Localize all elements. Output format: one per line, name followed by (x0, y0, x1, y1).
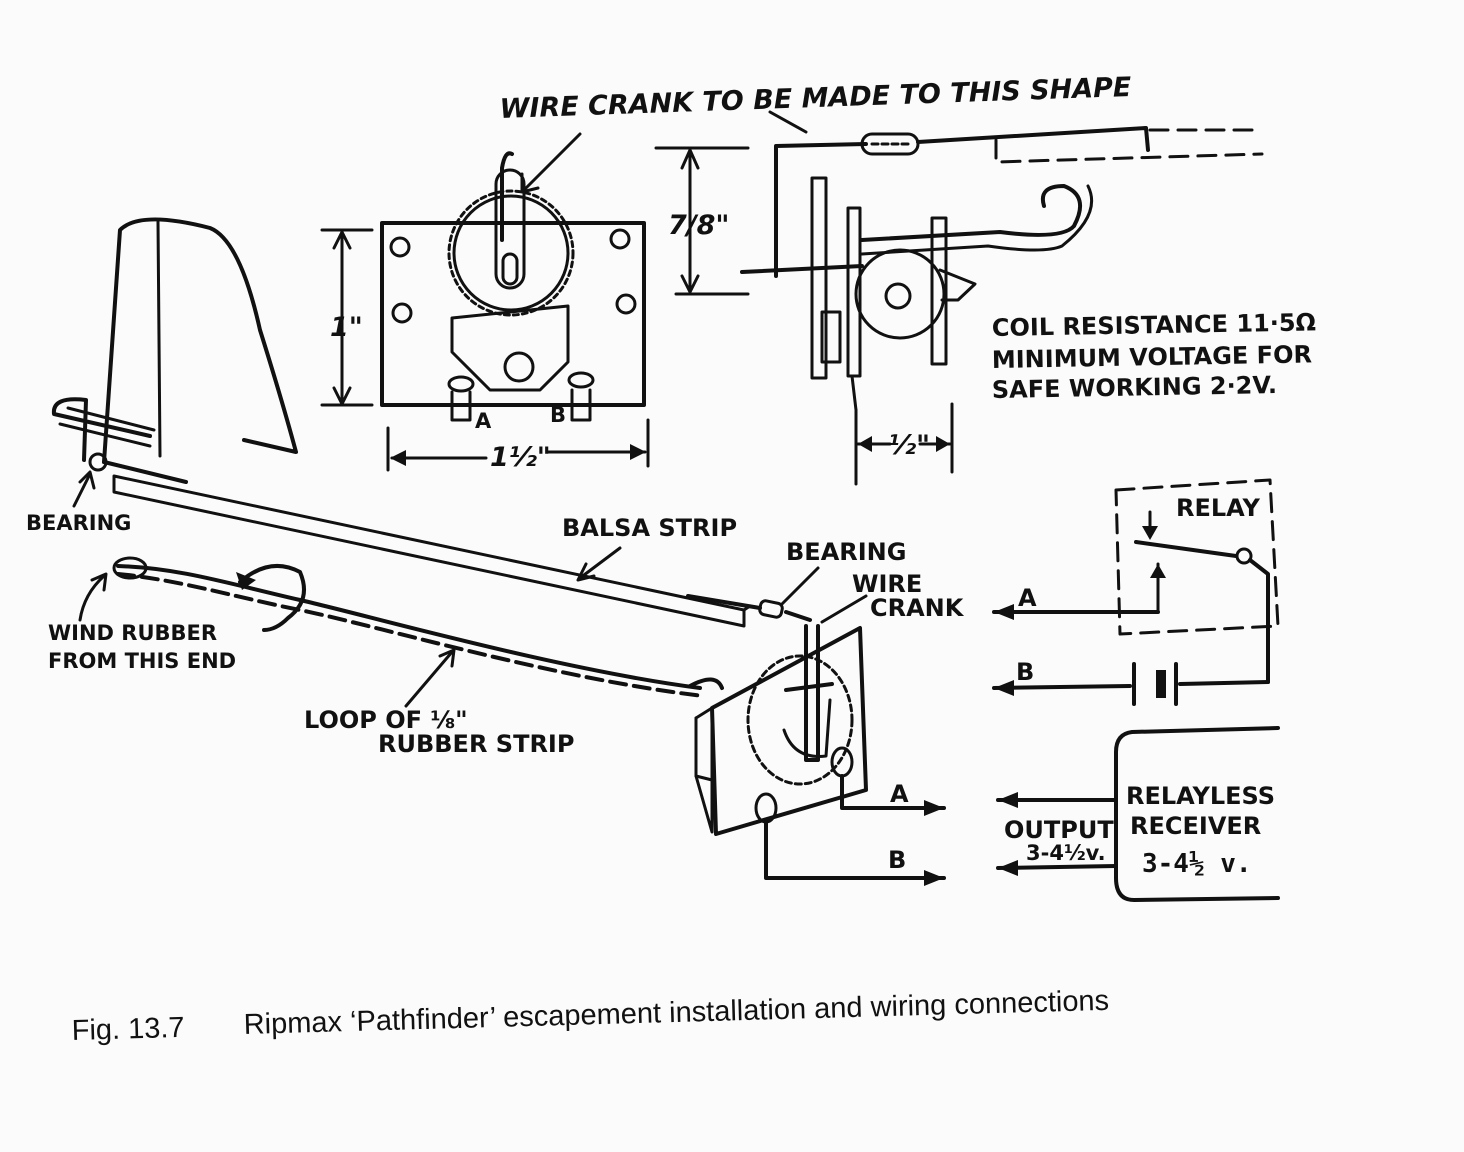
figure-number: Fig. 13.7 (71, 1012, 185, 1047)
rear-wire-crank (51, 397, 188, 484)
wire-crank-label-line1: WIRE (852, 570, 922, 598)
rubber-loop (112, 556, 724, 698)
tail-fin (102, 217, 298, 464)
relayless-label-line1: RELAYLESS (1126, 782, 1275, 810)
escapement-mounted (694, 624, 946, 886)
coil-resistance-label: COIL RESISTANCE 11·5Ω (992, 308, 1317, 342)
output-a-label: A (890, 780, 909, 808)
relayless-label-line2: RECEIVER (1130, 812, 1261, 840)
receiver-voltage-label: 3-4½ v. (1142, 849, 1252, 879)
dimension-half (854, 402, 954, 486)
crank-shape-leader (522, 132, 582, 192)
balsa-strip-label: BALSA STRIP (562, 514, 737, 542)
crank-shape-label: WIRE CRANK TO BE MADE TO THIS SHAPE (499, 72, 1132, 125)
terminal-a-label: A (475, 409, 492, 433)
dimension-one-inch-label: 1" (330, 312, 363, 343)
front-bearing (758, 599, 812, 622)
loop-label-line1: LOOP OF ⅛" (304, 706, 468, 734)
relay-label: RELAY (1176, 494, 1260, 522)
wire-crank-label-line2: CRANK (870, 594, 965, 622)
relay-box (1114, 478, 1280, 684)
bearing-right-label: BEARING (786, 538, 906, 566)
loop-label-line2: RUBBER STRIP (378, 730, 574, 758)
dimension-one-inch (320, 228, 374, 407)
dimension-one-and-half (386, 418, 650, 472)
minimum-voltage-line1: MINIMUM VOLTAGE FOR (992, 340, 1313, 374)
dimension-seven-eighths-label: 7/8" (668, 210, 730, 241)
battery-wire-b (992, 662, 1270, 706)
figure-caption: Ripmax ‘Pathfinder’ escapement installat… (243, 985, 1109, 1041)
minimum-voltage-line2: SAFE WORKING 2·2V. (992, 371, 1278, 404)
dimension-one-and-half-label: 1½" (490, 442, 551, 473)
wire-a-line (992, 604, 1160, 620)
output-voltage-label: 3-4½v. (1026, 841, 1106, 865)
balsa-strip (112, 474, 762, 628)
wind-rubber-line1: WIND RUBBER (48, 621, 217, 645)
relayless-receiver-box (996, 726, 1280, 902)
wire-b-label: B (1016, 658, 1034, 686)
wind-rubber-line2: FROM THIS END (48, 649, 236, 673)
output-label: OUTPUT (1004, 816, 1114, 844)
wire-a-label: A (1018, 584, 1037, 612)
bearing-left-label: BEARING (26, 511, 131, 535)
terminal-b-label: B (550, 403, 566, 427)
escapement-side-view (740, 110, 1264, 412)
output-b-label: B (888, 846, 906, 874)
dimension-half-label: ½" (888, 430, 930, 461)
escapement-front-view (380, 151, 646, 422)
dimension-seven-eighths (654, 146, 750, 296)
bearing-left-leader (72, 472, 92, 508)
